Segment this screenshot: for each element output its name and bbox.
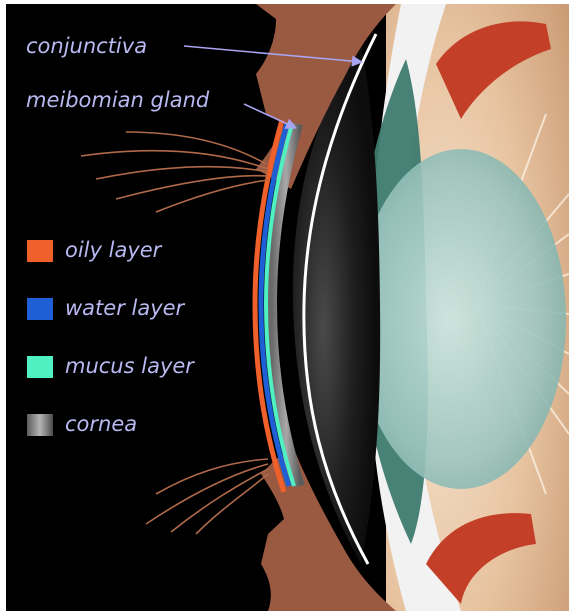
legend-swatch-cornea xyxy=(27,414,53,436)
legend-label-water: water layer xyxy=(65,298,184,319)
legend-swatch-water xyxy=(27,298,53,320)
legend-label-mucus: mucus layer xyxy=(65,356,194,377)
conjunctiva-label: conjunctiva xyxy=(26,36,147,57)
upper-eyelashes xyxy=(81,132,268,212)
legend-swatch-oily xyxy=(27,240,53,262)
legend-label-oily: oily layer xyxy=(65,240,161,261)
legend-label-cornea: cornea xyxy=(65,414,137,435)
lens xyxy=(356,149,566,489)
lower-eyelashes xyxy=(146,459,268,534)
meibomian-gland-label: meibomian gland xyxy=(26,90,209,111)
legend-swatch-mucus xyxy=(27,356,53,378)
eye-diagram: conjunctiva meibomian gland oily layer w… xyxy=(6,4,569,611)
